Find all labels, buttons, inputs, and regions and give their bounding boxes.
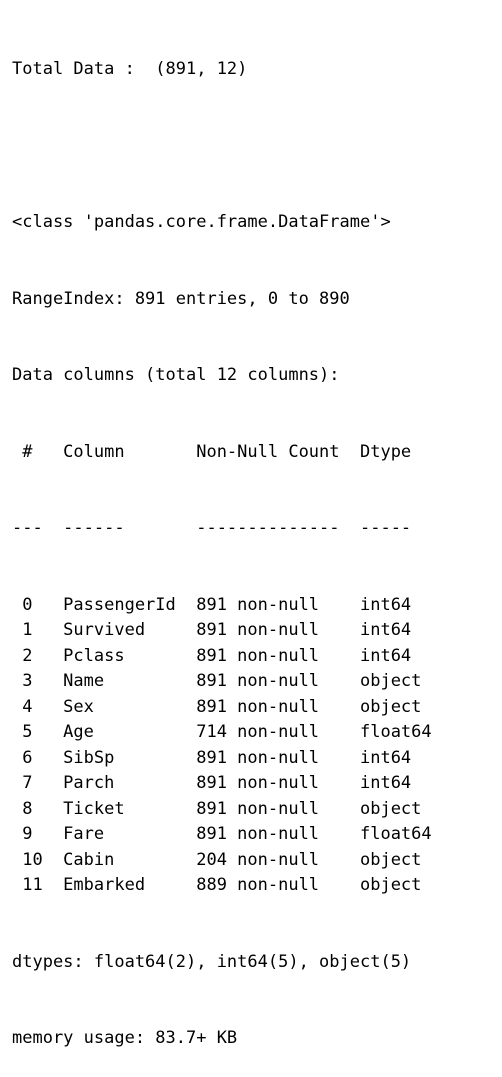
- dtypes-line: dtypes: float64(2), int64(5), object(5): [12, 951, 412, 972]
- blank-line: [12, 134, 432, 160]
- range-index-line: RangeIndex: 891 entries, 0 to 890: [12, 288, 350, 309]
- table-row: 1 Survived 891 non-null int64: [12, 620, 432, 640]
- console-output: Total Data : (891, 12) <class 'pandas.co…: [12, 6, 432, 1077]
- table-row: 7 Parch 891 non-null int64: [12, 773, 432, 793]
- table-header: # Column Non-Null Count Dtype: [12, 441, 432, 462]
- shape-line: Total Data : (891, 12): [12, 59, 248, 79]
- table-row: 10 Cabin 204 non-null object: [12, 849, 432, 870]
- table-row: 5 Age 714 non-null float64: [12, 722, 432, 742]
- table-row: 2 Pclass 891 non-null int64: [12, 645, 432, 666]
- table-row: 0 PassengerId 891 non-null int64: [12, 594, 432, 615]
- table-row: 3 Name 891 non-null object: [12, 671, 432, 691]
- table-row: 6 SibSp 891 non-null int64: [12, 747, 432, 768]
- class-line: <class 'pandas.core.frame.DataFrame'>: [12, 212, 391, 232]
- table-row: 4 Sex 891 non-null object: [12, 696, 432, 717]
- table-separator: --- ------ -------------- -----: [12, 518, 432, 538]
- table-row: 9 Fare 891 non-null float64: [12, 824, 432, 844]
- memory-line: memory usage: 83.7+ KB: [12, 1028, 238, 1048]
- data-columns-line: Data columns (total 12 columns):: [12, 365, 340, 385]
- table-rows: 0 PassengerId 891 non-null int64 1 Survi…: [12, 593, 432, 899]
- table-row: 8 Ticket 891 non-null object: [12, 798, 432, 819]
- table-row: 11 Embarked 889 non-null object: [12, 875, 432, 895]
